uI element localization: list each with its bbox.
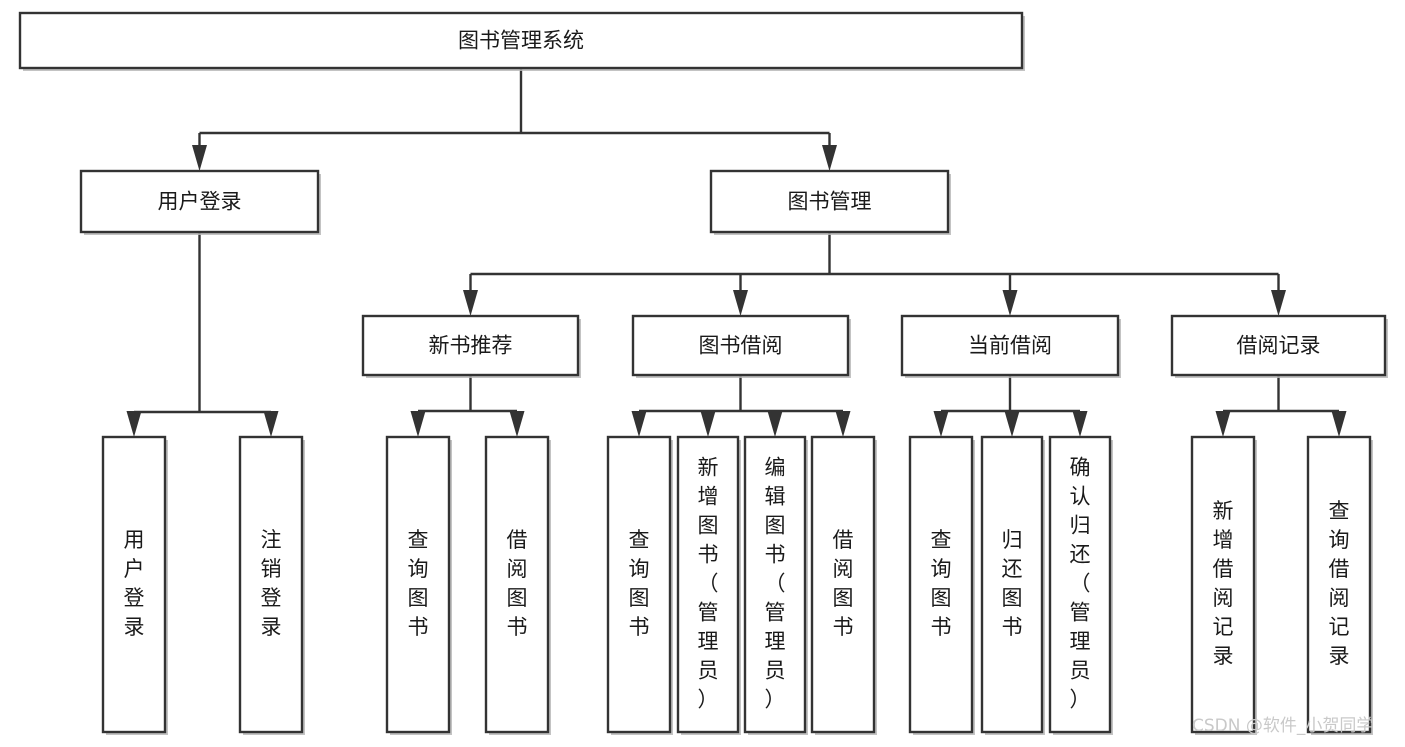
node-box[interactable] — [1190, 435, 1256, 734]
arrow-head-icon — [1271, 290, 1286, 316]
watermark-layer: CSDN @软件_小贺同学 — [1192, 716, 1373, 736]
node-root[interactable]: 图书管理系统 — [18, 11, 1025, 71]
node-box[interactable] — [900, 314, 1120, 377]
node-label: 查询借阅记录 — [1329, 499, 1350, 668]
node-leaf-query-rec[interactable]: 查询借阅记录 — [1306, 435, 1373, 735]
node-label: 注销登录 — [261, 528, 282, 639]
node-box[interactable] — [980, 435, 1044, 734]
arrow-head-icon — [822, 145, 837, 171]
node-box[interactable] — [709, 169, 950, 234]
arrow-head-icon — [263, 411, 279, 437]
node-leaf-return[interactable]: 归还图书 — [980, 435, 1045, 735]
node-box[interactable] — [385, 435, 451, 734]
node-label: 确认归还（管理员） — [1070, 456, 1091, 712]
node-box[interactable] — [908, 435, 974, 734]
edges-layer — [126, 68, 1347, 437]
node-box[interactable] — [1048, 435, 1112, 734]
node-book-manage[interactable]: 图书管理 — [709, 169, 951, 235]
node-box[interactable] — [238, 435, 304, 734]
node-leaf-user-login[interactable]: 用户登录 — [101, 435, 168, 735]
node-box[interactable] — [484, 435, 550, 734]
edge-group-new-book-rec — [410, 375, 525, 437]
node-user-login[interactable]: 用户登录 — [79, 169, 321, 235]
nodes-layer: 图书管理系统用户登录图书管理新书推荐图书借阅当前借阅借阅记录用户登录注销登录查询… — [18, 11, 1388, 735]
node-leaf-borrow-2[interactable]: 借阅图书 — [810, 435, 877, 735]
edge-group-book-manage — [463, 232, 1286, 316]
node-borrow-record[interactable]: 借阅记录 — [1170, 314, 1388, 378]
arrow-head-icon — [126, 411, 142, 437]
arrow-head-icon — [700, 411, 716, 437]
arrow-head-icon — [631, 411, 647, 437]
node-label: 新增借阅记录 — [1213, 499, 1234, 668]
node-label: 用户登录 — [158, 190, 242, 214]
node-label: 借阅记录 — [1237, 334, 1321, 358]
node-leaf-edit-book[interactable]: 编辑图书（管理员） — [743, 435, 808, 735]
node-leaf-query-2[interactable]: 查询图书 — [606, 435, 673, 735]
node-book-borrow[interactable]: 图书借阅 — [631, 314, 851, 378]
node-label: 用户登录 — [124, 528, 145, 639]
node-box[interactable] — [606, 435, 672, 734]
arrow-head-icon — [1331, 411, 1347, 437]
arrow-head-icon — [463, 290, 478, 316]
arrow-head-icon — [192, 145, 207, 171]
edge-group-user-login — [126, 232, 279, 437]
node-label: 当前借阅 — [968, 334, 1052, 358]
node-leaf-add-rec[interactable]: 新增借阅记录 — [1190, 435, 1257, 735]
node-box[interactable] — [101, 435, 167, 734]
node-leaf-confirm[interactable]: 确认归还（管理员） — [1048, 435, 1113, 735]
node-label: 查询图书 — [629, 528, 650, 639]
node-box[interactable] — [18, 11, 1024, 70]
node-label: 借阅图书 — [833, 528, 854, 639]
node-box[interactable] — [1306, 435, 1372, 734]
node-box[interactable] — [631, 314, 850, 377]
edge-group-borrow-record — [1215, 375, 1347, 437]
node-box[interactable] — [79, 169, 320, 234]
edge-group-root — [192, 68, 837, 171]
node-label: 查询图书 — [408, 528, 429, 639]
node-box[interactable] — [676, 435, 740, 734]
node-leaf-query-3[interactable]: 查询图书 — [908, 435, 975, 735]
arrow-head-icon — [1002, 290, 1018, 316]
node-label: 借阅图书 — [507, 528, 528, 639]
node-label: 图书管理系统 — [458, 29, 584, 53]
node-box[interactable] — [1170, 314, 1387, 377]
arrow-head-icon — [410, 411, 426, 437]
node-label: 图书借阅 — [699, 334, 783, 358]
arrow-head-icon — [933, 411, 949, 437]
edge-group-current-borrow — [933, 375, 1088, 437]
arrow-head-icon — [509, 411, 525, 437]
node-label: 新书推荐 — [429, 334, 513, 358]
node-box[interactable] — [361, 314, 580, 377]
node-label: 查询图书 — [931, 528, 952, 639]
node-leaf-query-1[interactable]: 查询图书 — [385, 435, 452, 735]
arrow-head-icon — [1215, 411, 1231, 437]
node-leaf-add-book[interactable]: 新增图书（管理员） — [676, 435, 741, 735]
arrow-head-icon — [1072, 411, 1088, 437]
node-box[interactable] — [810, 435, 876, 734]
node-box[interactable] — [743, 435, 807, 734]
node-label: 新增图书（管理员） — [698, 456, 719, 712]
edge-group-book-borrow — [631, 375, 851, 437]
arrow-head-icon — [767, 411, 783, 437]
node-new-book-rec[interactable]: 新书推荐 — [361, 314, 581, 378]
arrow-head-icon — [1004, 411, 1020, 437]
arrow-head-icon — [733, 290, 748, 316]
node-label: 编辑图书（管理员） — [765, 456, 786, 712]
arrow-head-icon — [835, 411, 851, 437]
node-leaf-borrow-1[interactable]: 借阅图书 — [484, 435, 551, 735]
node-label: 归还图书 — [1002, 528, 1023, 639]
node-label: 图书管理 — [788, 190, 872, 214]
node-current-borrow[interactable]: 当前借阅 — [900, 314, 1121, 378]
csdn-watermark: CSDN @软件_小贺同学 — [1192, 716, 1373, 736]
node-leaf-logout[interactable]: 注销登录 — [238, 435, 305, 735]
